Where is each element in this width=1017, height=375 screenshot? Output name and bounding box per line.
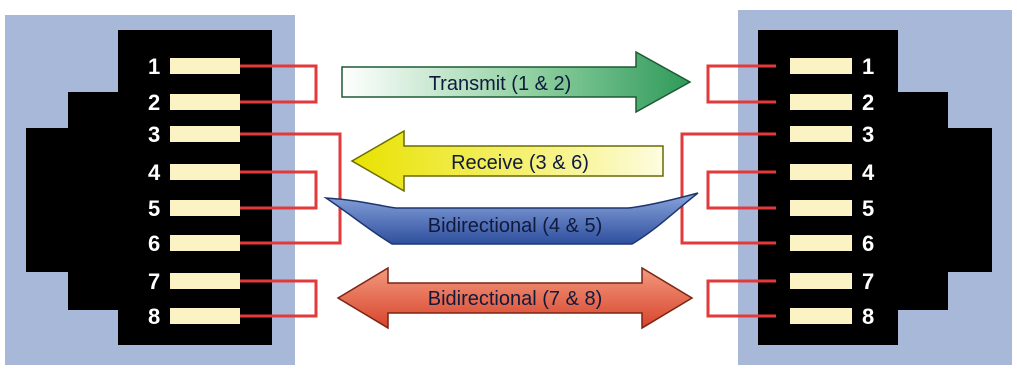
left-pin-contact-7 [170,273,240,289]
right-pin-number-3: 3 [862,122,874,147]
right-pin-number-7: 7 [862,269,874,294]
transmit-label: Transmit (1 & 2) [429,73,572,95]
right-pin-contact-4 [790,164,852,180]
left-connector: 1 2 3 4 5 6 7 8 [5,15,295,365]
left-pin-group: 1 2 3 4 5 6 7 8 [148,54,240,329]
transmit-arrow: Transmit (1 & 2) [341,50,692,114]
left-pin-number-6: 6 [148,231,160,256]
right-wire-pair-3-6 [680,132,776,245]
right-pin-number-8: 8 [862,304,874,329]
left-pin-number-5: 5 [148,196,160,221]
receive-label: Receive (3 & 6) [451,152,589,174]
left-pin-contact-4 [170,164,240,180]
bidirectional-7-8-label: Bidirectional (7 & 8) [428,288,603,310]
left-pin-number-3: 3 [148,122,160,147]
bidirectional-7-8-shape [336,266,694,330]
right-pin-contact-8 [790,308,852,324]
left-pin-number-2: 2 [148,90,160,115]
right-pin-number-1: 1 [862,54,874,79]
right-pin-contact-5 [790,200,852,216]
left-wire-pair-1-2 [240,64,318,104]
receive-arrow-shape [350,129,664,193]
left-pin-contact-1 [170,58,240,74]
left-pin-number-7: 7 [148,269,160,294]
left-pin-number-1: 1 [148,54,160,79]
left-pin-number-8: 8 [148,304,160,329]
right-pin-contact-6 [790,235,852,251]
receive-arrow: Receive (3 & 6) [350,129,664,193]
left-pin-contact-2 [170,94,240,110]
left-wire-pair-7-8 [240,279,318,318]
bidirectional-4-5-arrow: Bidirectional (4 & 5) [323,192,699,245]
bidirectional-4-5-shape [323,192,699,245]
right-wire-pair-7-8 [706,279,776,318]
left-pin-contact-3 [170,126,240,142]
right-wire-pair-4-5 [706,170,776,210]
right-connector: 1 2 3 4 5 6 7 8 [738,10,1012,365]
right-wire-pair-1-2 [706,64,776,104]
left-pin-contact-6 [170,235,240,251]
right-pin-number-5: 5 [862,196,874,221]
left-pin-number-4: 4 [148,160,161,185]
transmit-arrow-shape [341,50,692,114]
right-pin-contact-2 [790,94,852,110]
right-pin-number-2: 2 [862,90,874,115]
left-wire-pair-3-6 [240,132,342,245]
left-wire-pair-4-5 [240,170,318,210]
right-pin-number-6: 6 [862,231,874,256]
wire-group [240,64,776,318]
right-pin-contact-7 [790,273,852,289]
left-pin-contact-5 [170,200,240,216]
right-pin-number-4: 4 [862,160,875,185]
bidirectional-7-8-arrow: Bidirectional (7 & 8) [336,266,694,330]
bidirectional-4-5-label: Bidirectional (4 & 5) [428,215,603,237]
right-pin-contact-1 [790,58,852,74]
right-pin-contact-3 [790,126,852,142]
right-pin-group: 1 2 3 4 5 6 7 8 [790,54,875,329]
left-pin-contact-8 [170,308,240,324]
